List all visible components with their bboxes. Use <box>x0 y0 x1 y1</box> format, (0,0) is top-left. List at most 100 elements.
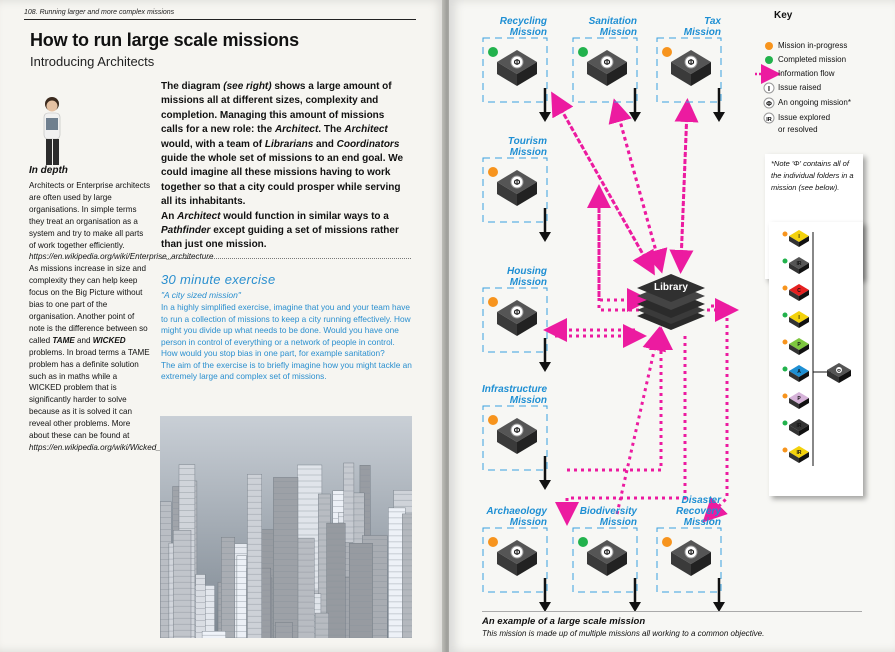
information-flow-arrow <box>555 336 687 526</box>
down-arrow-icon <box>713 112 725 122</box>
stack-folder-glyph: A <box>797 369 801 375</box>
down-arrow-icon <box>539 362 551 372</box>
diagram-caption-title: An example of a large scale mission <box>482 616 646 627</box>
ongoing-glyph: Φ <box>514 308 521 317</box>
stack-folder-glyph: P <box>797 396 801 402</box>
exercise-subtitle: "A city sized mission" <box>161 290 241 300</box>
ongoing-glyph: Φ <box>688 58 695 67</box>
folder-icon: Φ <box>497 418 537 454</box>
key-explored-label-2: or resolved <box>778 125 818 134</box>
in-depth-heading: In depth <box>29 165 68 176</box>
information-flow-arrow <box>669 109 694 274</box>
wicked-problem-link[interactable]: https://en.wikipedia.org/wiki/Wicked_pro… <box>29 442 190 452</box>
mission-title-line: Sanitation <box>589 16 637 27</box>
mission-title-line: Mission <box>510 517 547 528</box>
mission-status-dot <box>662 537 672 547</box>
library-stack[interactable]: Library <box>637 274 705 330</box>
down-arrow-icon <box>629 112 641 122</box>
stack-folder: I <box>782 230 809 247</box>
down-arrow-icon <box>539 602 551 612</box>
page-subtitle: Introducing Architects <box>30 54 155 69</box>
key-flow-label: Information flow <box>778 69 835 78</box>
mission-title-line: Biodiversity <box>580 506 638 517</box>
key-ongoing-label: An ongoing mission* <box>778 98 851 107</box>
and-word: and <box>77 335 91 345</box>
key-explored-icon <box>763 112 775 124</box>
mission-status-dot <box>488 297 498 307</box>
mission-status-dot <box>488 47 498 57</box>
book-gutter <box>442 0 452 652</box>
mission-status-dot <box>488 537 498 547</box>
folder-icon: Φ <box>587 540 627 576</box>
key-explored-glyph: IR <box>766 117 772 123</box>
ongoing-glyph: Φ <box>604 58 611 67</box>
stack-status-dot <box>782 393 788 399</box>
folder-icon: Φ <box>497 540 537 576</box>
mission-title-line: Mission <box>510 27 547 38</box>
in-depth-paragraph-3: problems. In broad terms a TAME problem … <box>29 347 150 441</box>
stack-folder-glyph: P <box>797 342 801 348</box>
ongoing-glyph: Φ <box>604 548 611 557</box>
stack-status-dot <box>782 312 788 318</box>
mission-title-line: Mission <box>510 277 547 288</box>
exercise-paragraph-1: In a highly simplified exercise, imagine… <box>161 302 411 358</box>
ongoing-glyph: Φ <box>514 178 521 187</box>
key-legend: I Φ IR <box>755 42 781 124</box>
exercise-paragraph-2: The aim of the exercise is to briefly im… <box>161 359 412 382</box>
mission-title-line: Mission <box>600 27 637 38</box>
key-in-progress-label: Mission in-progress <box>778 41 848 50</box>
ongoing-glyph: Φ <box>514 58 521 67</box>
stack-folder-glyph: IR <box>797 423 802 429</box>
ongoing-glyph: Φ <box>688 548 695 557</box>
mission-title-line: Recycling <box>500 16 547 27</box>
tame-term: TAME <box>52 335 75 345</box>
stack-folder-glyph: I <box>798 315 800 321</box>
mission-status-dot <box>662 47 672 57</box>
stack-status-dot <box>782 285 788 291</box>
exercise-title: 30 minute exercise <box>161 272 276 287</box>
key-issue-raised-icon <box>763 82 775 94</box>
down-arrow-icon <box>539 480 551 490</box>
running-head: 108. Running larger and more complex mis… <box>24 9 175 16</box>
city-skyline-photo <box>160 416 412 638</box>
down-arrow-icon <box>539 232 551 242</box>
mission-title-line: Mission <box>510 147 547 158</box>
architect-person-illustration <box>43 97 61 165</box>
mission-title-line: Disaster <box>682 495 723 506</box>
ongoing-glyph: Φ <box>514 426 521 435</box>
mission-title-line: Housing <box>507 266 547 277</box>
key-completed-label: Completed mission <box>778 55 847 64</box>
wicked-term: WICKED <box>92 335 126 345</box>
information-flow-arrows <box>543 91 739 526</box>
stack-folder: I <box>782 311 809 328</box>
mission-title-line: Archaeology <box>485 506 547 517</box>
stack-status-dot <box>782 258 788 264</box>
folder-icon: Φ <box>587 50 627 86</box>
ongoing-mission-folder-icon: Φ <box>827 363 851 383</box>
information-flow-arrow <box>615 326 667 515</box>
folder-icon: Φ <box>497 170 537 206</box>
stack-folder: IR <box>782 257 809 274</box>
diagram-caption-text: This mission is made up of multiple miss… <box>482 629 765 638</box>
information-flow-arrow <box>567 326 673 472</box>
stack-folder-glyph: IR <box>797 261 802 267</box>
mission-status-dot <box>488 167 498 177</box>
mission-diagram: ΦRecyclingMissionΦSanitationMissionΦTaxM… <box>482 16 781 612</box>
note-text: *Note 'Φ' contains all of the individual… <box>771 159 854 192</box>
folder-icon: Φ <box>497 300 537 336</box>
stack-folder: C <box>782 284 809 301</box>
down-arrow-icon <box>629 602 641 612</box>
enterprise-architecture-link[interactable]: https://en.wikipedia.org/wiki/Enterprise… <box>29 252 214 262</box>
stack-folder-glyph: C <box>797 288 801 294</box>
key-in-progress-dot <box>765 42 773 50</box>
